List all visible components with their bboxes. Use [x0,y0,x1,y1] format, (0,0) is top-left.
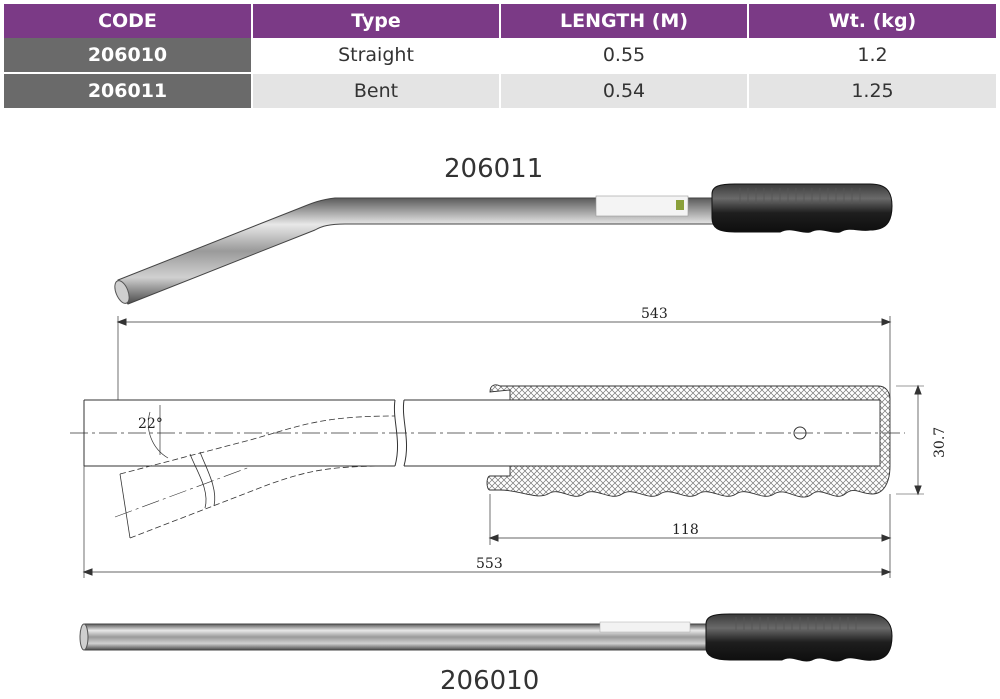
angle-label: 22° [138,416,163,432]
header-type: Type [252,4,501,38]
caption-straight-bar: 206010 [440,666,540,696]
table-row: 206011 Bent 0.54 1.25 [4,73,996,110]
cell-length: 0.54 [500,73,749,110]
dimension-553: 553 [476,556,503,572]
straight-bar-grip [705,613,893,662]
header-length: LENGTH (M) [500,4,749,38]
cell-weight: 1.2 [748,38,996,74]
bent-bar-label-sticker [595,195,689,217]
header-code: CODE [4,4,253,38]
bent-bar-grip [711,183,893,233]
cell-type: Bent [252,73,501,110]
table-row: 206010 Straight 0.55 1.2 [4,38,996,74]
technical-drawing [70,316,924,578]
table-header-row: CODE Type LENGTH (M) Wt. (kg) [4,4,996,38]
spec-table: CODE Type LENGTH (M) Wt. (kg) 206010 Str… [4,4,996,110]
header-weight: Wt. (kg) [748,4,996,38]
dimension-diameter: 30.7 [932,427,948,458]
bent-bar-photo [114,183,893,305]
cell-code: 206011 [4,73,253,110]
dimension-118: 118 [672,522,699,538]
cell-length: 0.55 [500,38,749,74]
cell-type: Straight [252,38,501,74]
caption-bent-bar: 206011 [444,154,544,184]
straight-bar-photo [79,613,893,662]
cell-weight: 1.25 [748,73,996,110]
dimension-543: 543 [641,306,668,322]
cell-code: 206010 [4,38,253,74]
